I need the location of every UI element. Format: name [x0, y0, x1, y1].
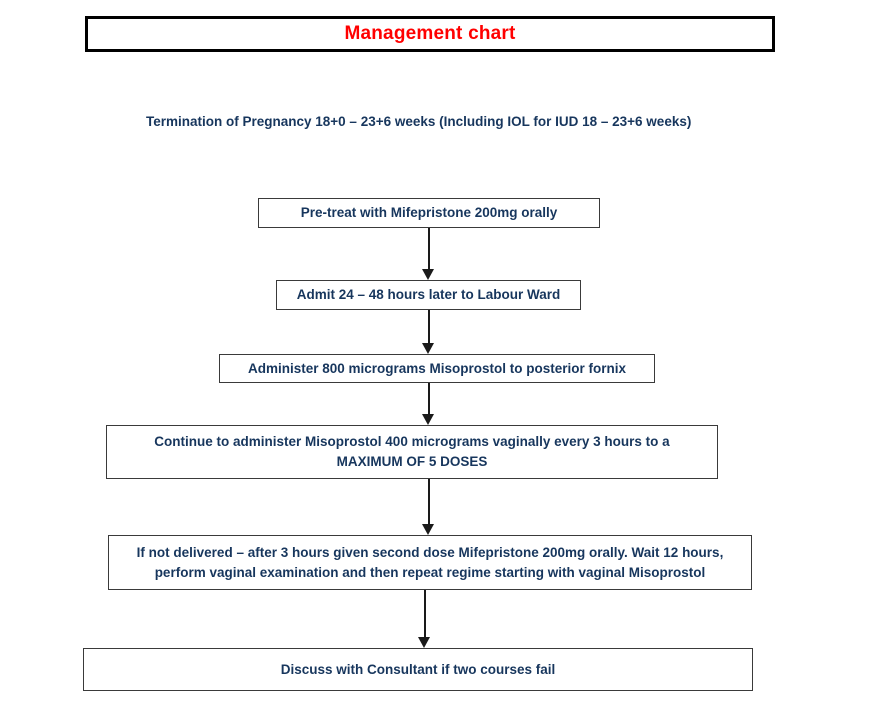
chart-subtitle: Termination of Pregnancy 18+0 – 23+6 wee… — [146, 114, 692, 129]
flow-connector-arrow — [422, 383, 435, 425]
arrowhead-down-icon — [422, 269, 434, 280]
arrowhead-down-icon — [418, 637, 430, 648]
flow-node-text-block: Continue to administer Misoprostol 400 m… — [154, 432, 669, 472]
arrowhead-down-icon — [422, 524, 434, 535]
flow-node-continue-misoprostol: Continue to administer Misoprostol 400 m… — [106, 425, 718, 479]
flow-node-text-line-1: If not delivered – after 3 hours given s… — [136, 544, 724, 560]
connector-shaft — [428, 310, 430, 343]
flow-node-text: Administer 800 micrograms Misoprostol to… — [247, 360, 627, 376]
flow-node-administer-misoprostol: Administer 800 micrograms Misoprostol to… — [219, 354, 655, 383]
flow-connector-arrow — [418, 590, 431, 648]
flow-node-text-block: If not delivered – after 3 hours given s… — [137, 543, 724, 583]
flow-connector-arrow — [422, 228, 435, 280]
flow-node-text: Discuss with Consultant if two courses f… — [280, 661, 556, 677]
flow-connector-arrow — [422, 479, 435, 535]
flow-connector-arrow — [422, 310, 435, 354]
connector-shaft — [424, 590, 426, 637]
flow-node-pre-treat: Pre-treat with Mifepristone 200mg orally — [258, 198, 600, 228]
flow-node-text: Admit 24 – 48 hours later to Labour Ward — [296, 287, 561, 302]
flow-node-text-line-1: Continue to administer Misoprostol 400 m… — [154, 434, 670, 449]
connector-shaft — [428, 228, 430, 269]
flow-node-text-line-2: perform vaginal examination and then rep… — [154, 564, 706, 580]
flow-node-if-not-delivered: If not delivered – after 3 hours given s… — [108, 535, 752, 590]
flow-node-admit: Admit 24 – 48 hours later to Labour Ward — [276, 280, 581, 310]
arrowhead-down-icon — [422, 343, 434, 354]
flow-node-text: Pre-treat with Mifepristone 200mg orally — [300, 205, 558, 220]
connector-shaft — [428, 383, 430, 414]
connector-shaft — [428, 479, 430, 524]
page-title: Management chart — [344, 23, 516, 44]
chart-title-banner: Management chart — [85, 16, 775, 52]
flow-node-text-line-2: MAXIMUM OF 5 DOSES — [336, 454, 488, 469]
flow-node-discuss-consultant: Discuss with Consultant if two courses f… — [83, 648, 753, 691]
arrowhead-down-icon — [422, 414, 434, 425]
